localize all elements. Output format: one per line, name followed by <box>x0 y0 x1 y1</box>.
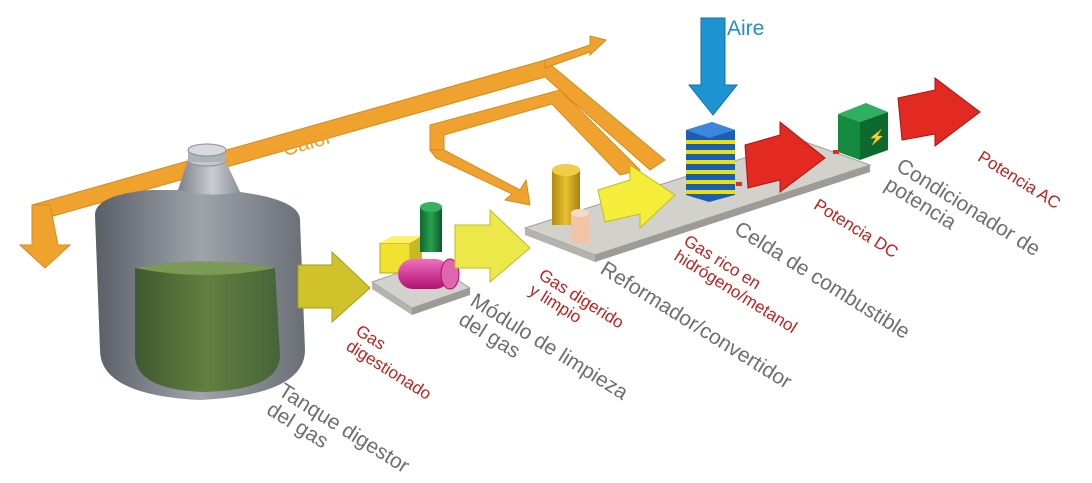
digester-tank <box>95 143 305 400</box>
power-dc-arrow <box>744 120 826 194</box>
cleaning-module <box>370 202 472 315</box>
gas-digestionado-arrow <box>297 250 371 324</box>
power-conditioner: ⚡ <box>833 103 888 160</box>
hydrogen-arrow <box>597 164 676 230</box>
fuel-cell-stack <box>686 122 742 202</box>
heat-arrow <box>18 35 666 269</box>
gas-digerido-arrow <box>454 208 531 284</box>
air-arrow <box>687 17 739 116</box>
svg-text:⚡: ⚡ <box>868 129 885 146</box>
power-ac-arrow <box>897 76 981 148</box>
aire-label: Aire <box>727 17 765 40</box>
